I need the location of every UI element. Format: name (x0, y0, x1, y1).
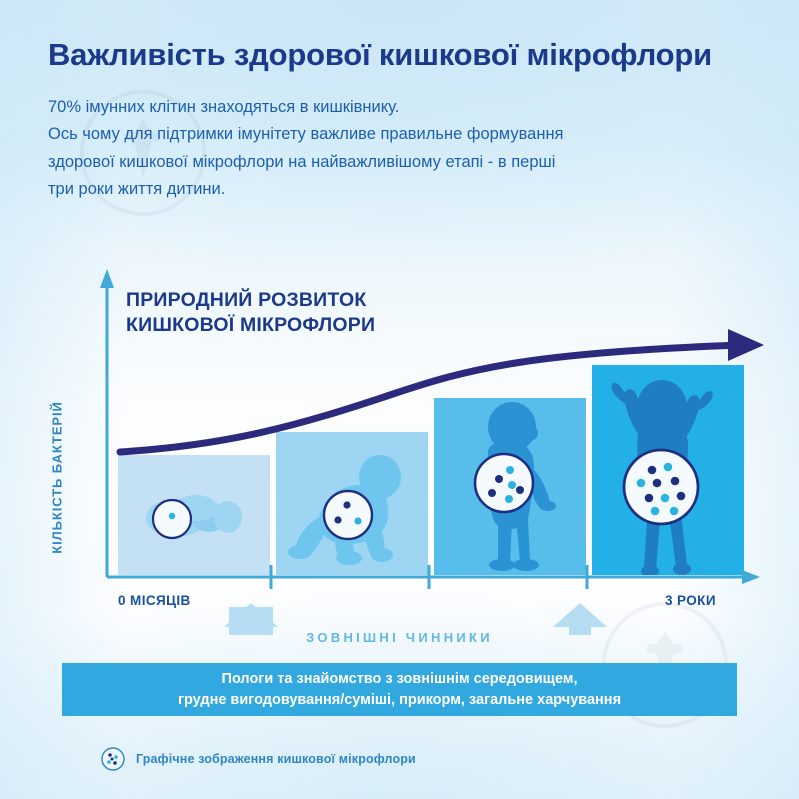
page-title: Важливість здорової кишкової мікрофлори (48, 37, 712, 72)
banner-line-2: грудне вигодовування/суміші, прикорм, за… (177, 691, 622, 708)
microflora-circle (151, 498, 193, 540)
intro-line: 70% імунних клітин знаходяться в кишківн… (48, 97, 400, 116)
x-axis-label-start: 0 МІСЯЦІВ (118, 593, 191, 608)
chart-svg (100, 269, 764, 647)
x-axis (107, 565, 760, 589)
trend-curve (116, 329, 764, 456)
info-banner: Пологи та знайомство з зовнішнім середов… (62, 663, 737, 716)
legend-label: Графічне зображення кишкової мікрофлори (136, 752, 416, 766)
chart-bar-1[interactable] (118, 455, 270, 575)
y-axis-label: КІЛЬКІСТЬ БАКТЕРІЙ (49, 401, 65, 554)
chart-bar-2[interactable] (276, 432, 428, 575)
chart-bar-3[interactable] (434, 398, 586, 575)
intro-line: три роки життя дитини. (48, 179, 226, 198)
microflora-circle-icon (101, 747, 125, 771)
chart-bar-4[interactable] (592, 365, 744, 577)
microflora-circle (473, 452, 535, 514)
intro-line: здорової кишкової мікрофлори на найважли… (48, 152, 556, 171)
x-axis-label-end: 3 РОКИ (665, 593, 716, 608)
intro-paragraph: 70% імунних клітин знаходяться в кишківн… (48, 94, 748, 204)
intro-line: Ось чому для підтримки імунітету важливе… (48, 125, 564, 144)
microflora-circle (622, 448, 700, 526)
header: Важливість здорової кишкової мікрофлори … (48, 36, 748, 203)
external-factors-label: ЗОВНІШНІ ЧИННИКИ (306, 630, 493, 645)
y-axis (100, 269, 114, 577)
banner-line-1: Пологи та знайомство з зовнішнім середов… (221, 670, 578, 687)
chart-area: ПРИРОДНИЙ РОЗВИТОК КИШКОВОЇ МІКРОФЛОРИ К… (0, 255, 799, 647)
chart-title: ПРИРОДНИЙ РОЗВИТОК КИШКОВОЇ МІКРОФЛОРИ (126, 289, 376, 336)
legend: Графічне зображення кишкової мікрофлори (100, 746, 416, 772)
microflora-circle (322, 489, 374, 541)
